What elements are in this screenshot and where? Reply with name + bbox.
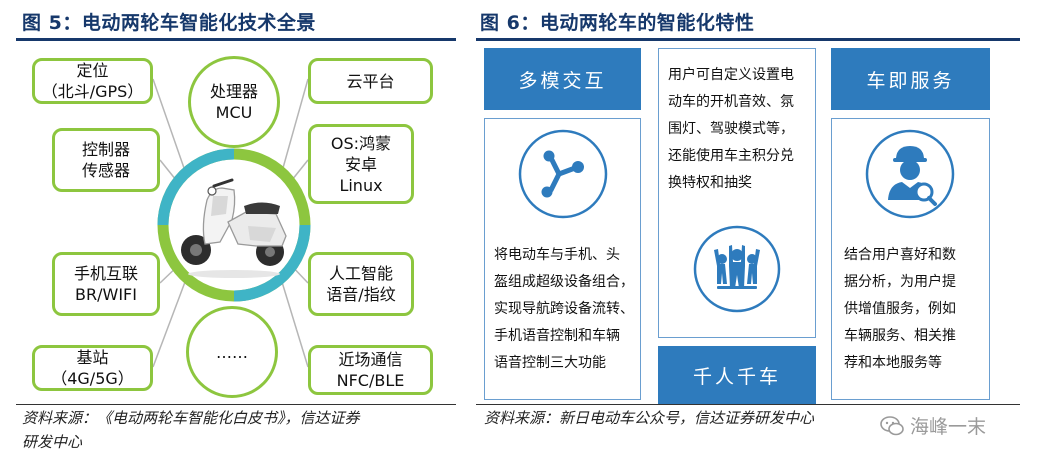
central-ring-teal-arc-bottom-right	[233, 224, 311, 302]
node-more: ……	[186, 306, 278, 398]
node-positioning-label: 定位 （北斗/GPS）	[41, 61, 144, 101]
personalization-text: 用户可自定义设置电 动车的开机音效、氛 围灯、驾驶模式等， 还能使用车主积分兑 …	[668, 67, 794, 191]
figure-5-source: 资料来源：《电动两轮车智能化白皮书》，信达证券 研发中心	[22, 406, 360, 454]
node-controller-sensor-label: 控制器 传感器	[81, 140, 130, 180]
scooter-icon	[181, 178, 287, 278]
share-nodes-icon	[518, 129, 608, 219]
figure-6-bottom-rule	[476, 404, 1020, 405]
node-nfc: 近场通信 NFC/BLE	[308, 345, 433, 395]
watermark-text: 海峰一末	[910, 416, 987, 438]
header-multimodal-interaction-label: 多模交互	[518, 69, 607, 92]
node-ai: 人工智能 语音/指纹	[308, 252, 414, 316]
figure-6-source: 资料来源：新日电动车公众号，信达证券研发中心	[484, 409, 815, 427]
node-positioning: 定位 （北斗/GPS）	[32, 58, 153, 104]
connector-lines	[152, 78, 311, 368]
wechat-icon	[880, 415, 904, 435]
node-os: OS:鸿蒙 安卓 Linux	[308, 124, 414, 204]
node-os-label: OS:鸿蒙 安卓 Linux	[330, 133, 392, 195]
group-people-icon	[693, 225, 781, 313]
customer-service-icon	[865, 129, 955, 219]
node-cloud-platform: 云平台	[308, 58, 433, 104]
figure-6-title: 图 6：电动两轮车的智能化特性	[480, 12, 755, 34]
figure-5-title: 图 5：电动两轮车智能化技术全景	[22, 12, 316, 34]
node-base-station-label: 基站 （4G/5G）	[51, 348, 134, 388]
central-ring-teal-arc-top-left	[157, 148, 235, 226]
vehicle-as-service-text: 结合用户喜好和数 据分析，为用户提 供增值服务，例如 车辆服务、相关推 荐和本地…	[844, 247, 956, 371]
node-controller-sensor: 控制器 传感器	[52, 128, 160, 192]
node-nfc-label: 近场通信 NFC/BLE	[336, 350, 405, 390]
header-vehicle-as-service-label: 车即服务	[866, 69, 955, 92]
watermark: 海峰一末	[880, 412, 986, 439]
footer-personalized-vehicle: 千人千车	[658, 346, 816, 404]
node-ai-label: 人工智能 语音/指纹	[326, 264, 396, 304]
header-multimodal-interaction: 多模交互	[484, 48, 641, 110]
node-phone-link-label: 手机互联 BR/WIFI	[73, 264, 138, 304]
figure-5-source-text: 资料来源：《电动两轮车智能化白皮书》，信达证券 研发中心	[22, 409, 360, 451]
figure-5: 图 5：电动两轮车智能化技术全景	[0, 0, 470, 451]
connector-nfc	[281, 281, 309, 368]
multimodal-interaction-text: 将电动车与手机、头 盔组成超级设备组合， 实现导航跨设备流转、 手机语音控制和车…	[494, 247, 634, 371]
figure-5-title-rule	[16, 38, 456, 41]
node-base-station: 基站 （4G/5G）	[32, 345, 153, 391]
connector-positioning	[152, 78, 185, 169]
node-processor: 处理器 MCU	[188, 56, 280, 148]
node-phone-link: 手机互联 BR/WIFI	[52, 252, 160, 316]
figure-5-bottom-rule	[16, 404, 456, 405]
header-vehicle-as-service: 车即服务	[831, 48, 990, 110]
node-cloud-platform-label: 云平台	[346, 71, 395, 91]
connector-base	[152, 281, 186, 368]
panel-multimodal-interaction	[484, 118, 641, 400]
connector-cloud	[282, 78, 309, 169]
figure-6-title-rule	[476, 38, 1020, 41]
node-more-label: ……	[216, 342, 248, 362]
node-processor-label: 处理器 MCU	[209, 82, 258, 122]
footer-personalized-vehicle-label: 千人千车	[692, 365, 781, 388]
